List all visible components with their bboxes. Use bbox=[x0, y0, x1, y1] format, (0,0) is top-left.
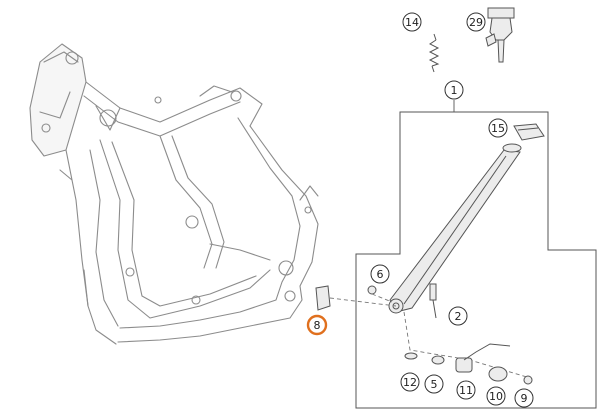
svg-text:1: 1 bbox=[451, 84, 458, 97]
callout-9[interactable]: 9 bbox=[514, 388, 534, 408]
svg-text:9: 9 bbox=[521, 392, 528, 405]
callout-12[interactable]: 12 bbox=[400, 372, 420, 392]
foot-pad-part bbox=[513, 123, 545, 141]
callout-15[interactable]: 15 bbox=[488, 118, 508, 138]
svg-text:6: 6 bbox=[377, 268, 384, 281]
callout-10[interactable]: 10 bbox=[486, 386, 506, 406]
svg-text:14: 14 bbox=[405, 16, 419, 29]
bracket-part bbox=[315, 285, 331, 311]
callout-11[interactable]: 11 bbox=[456, 380, 476, 400]
callout-29[interactable]: 29 bbox=[466, 12, 486, 32]
svg-text:8: 8 bbox=[314, 319, 321, 332]
svg-text:5: 5 bbox=[431, 378, 438, 391]
bolt-part bbox=[429, 283, 437, 319]
svg-text:12: 12 bbox=[403, 376, 417, 389]
motorcycle-frame bbox=[29, 43, 319, 345]
special-tool-part bbox=[485, 7, 515, 63]
callout-1[interactable]: 1 bbox=[444, 80, 464, 100]
svg-text:2: 2 bbox=[455, 310, 462, 323]
sidestand-part bbox=[388, 143, 522, 314]
svg-text:15: 15 bbox=[491, 122, 505, 135]
callout-6[interactable]: 6 bbox=[370, 264, 390, 284]
bolt-part bbox=[367, 285, 377, 295]
svg-text:29: 29 bbox=[469, 16, 483, 29]
spring-part bbox=[428, 33, 440, 73]
svg-text:11: 11 bbox=[459, 384, 473, 397]
small-parts-row bbox=[404, 352, 533, 385]
callout-14[interactable]: 14 bbox=[402, 12, 422, 32]
callout-2[interactable]: 2 bbox=[448, 306, 468, 326]
svg-text:10: 10 bbox=[489, 390, 503, 403]
callout-8[interactable]: 8 bbox=[306, 314, 328, 336]
sidestand-group-box bbox=[355, 111, 597, 409]
callout-5[interactable]: 5 bbox=[424, 374, 444, 394]
